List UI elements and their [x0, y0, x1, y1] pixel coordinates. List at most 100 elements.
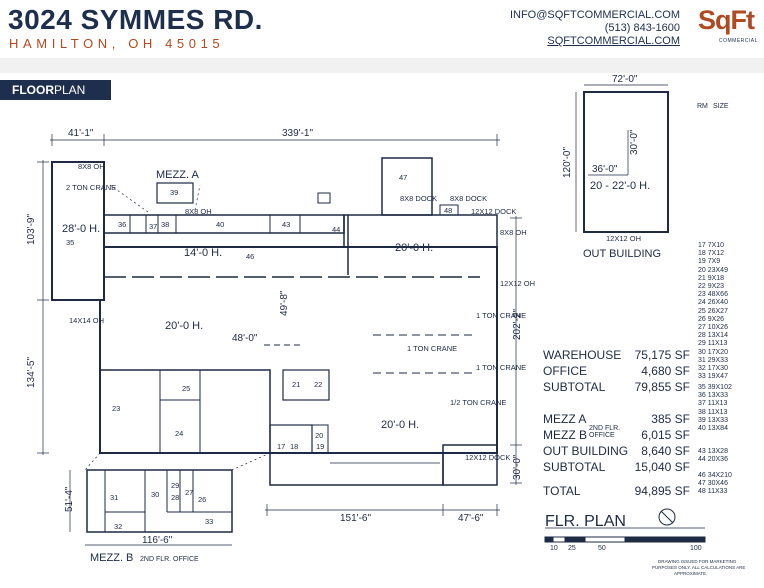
badge-bold: FLOOR [12, 83, 54, 97]
dim-41: 41'-1" [68, 128, 94, 139]
label-height-28: 28'-0 H. [62, 223, 100, 235]
sqft-logo: SqFt COMMERCIAL [698, 5, 758, 48]
label-dock-8b: 8X8 DOCK [450, 194, 487, 203]
room-43: 43 [282, 220, 290, 229]
room-29: 29 [171, 481, 179, 490]
room-28: 28 [171, 493, 179, 502]
room-48: 48 [444, 206, 452, 215]
room-33: 33 [205, 517, 213, 526]
scale-10: 10 [550, 545, 558, 552]
dim-ob-36: 36'-0" [592, 164, 618, 175]
label-oh-12a: 12X12 OH [500, 279, 535, 288]
room-schedule-row: 32 17X30 [698, 365, 728, 372]
room-37: 37 [149, 222, 157, 231]
label-dock-12b: 12X12 DOCK [465, 453, 510, 462]
room-35: 35 [66, 238, 74, 247]
disclaimer-line1: DRAWING ISSUED FOR MARKETING [658, 559, 737, 564]
dim-151: 151'-6" [340, 513, 371, 524]
room-schedule-row: 23 48X66 [698, 291, 728, 299]
label-ob-height: 20 - 22'-0 H. [590, 180, 650, 192]
room-schedule-row: 28 13X14 [698, 332, 728, 340]
label-crane-1b: 1 TON CRANE [407, 344, 457, 353]
room-schedule-row: 38 11X13 [698, 408, 728, 416]
room-schedule-row: 19 7X9 [698, 258, 721, 266]
room-32: 32 [114, 522, 122, 531]
label-height-14: 14'-0 H. [184, 247, 222, 259]
logo-wordmark: SqFt [698, 5, 755, 35]
room-22: 22 [314, 380, 322, 389]
dim-ob-30: 30'-0" [629, 129, 640, 155]
room-46: 46 [246, 252, 254, 261]
room-schedule-row: 37 11X13 [698, 400, 728, 408]
room-schedule-row: 20 23X49 [698, 266, 728, 274]
room-schedule-row: 36 13X33 [698, 392, 728, 400]
room-26: 26 [198, 495, 206, 504]
room-schedule-row: 39 13X33 [698, 416, 728, 424]
contact-email-link[interactable]: INFO@SQFTCOMMERCIAL.COM [509, 9, 680, 21]
room-schedule-row: 35 39X102 [698, 384, 732, 391]
room-36: 36 [118, 220, 126, 229]
area-value-mezz-b: 6,015 SF [641, 428, 690, 442]
label-oh-14: 14X14 OH [69, 316, 104, 325]
dim-49: 49'-8" [279, 290, 290, 316]
label-dock-8a: 8X8 DOCK [400, 194, 437, 203]
label-mezz-b: MEZZ. B [90, 552, 133, 564]
area-name-mezz-b: MEZZ B [543, 428, 587, 442]
room-schedule-row: 25 26X27 [698, 307, 728, 315]
dim-103: 103'-9" [26, 214, 37, 245]
room-schedule-row: 17 7X10 [698, 242, 725, 249]
room-47: 47 [399, 173, 407, 182]
dim-51: 51'-4" [64, 486, 75, 512]
area-name-out-building: OUT BUILDING [543, 444, 629, 458]
room-schedule-row: 44 20X36 [698, 456, 728, 464]
schedule-header-size: SIZE [713, 103, 729, 110]
room-21: 21 [292, 380, 300, 389]
dim-202: 202'-2" [512, 309, 523, 340]
area-value-total: 94,895 SF [634, 484, 690, 498]
label-height-20c: 20'-0 H. [381, 419, 419, 431]
label-oh-8a: 8X8 OH [78, 162, 105, 171]
area-name-warehouse: WAREHOUSE [543, 348, 622, 362]
room-24: 24 [175, 429, 183, 438]
property-address: 3024 SYMMES RD. [8, 4, 263, 35]
logo-subtext: COMMERCIAL [719, 38, 758, 44]
room-schedule-row: 43 13X28 [698, 448, 728, 455]
label-mezz-a: MEZZ. A [156, 169, 199, 181]
scale-25: 25 [568, 545, 576, 552]
label-mezz-b-sub: 2ND FLR. OFFICE [140, 556, 199, 563]
room-19: 19 [316, 442, 324, 451]
area-name-total: TOTAL [543, 484, 581, 498]
area-name-subtotal1: SUBTOTAL [543, 380, 606, 394]
scale-50: 50 [598, 545, 606, 552]
dim-116: 116'-6" [142, 535, 173, 546]
area-value-warehouse: 75,175 SF [634, 348, 690, 362]
room-31: 31 [110, 493, 118, 502]
header-divider-band [0, 58, 764, 73]
room-44: 44 [332, 225, 340, 234]
label-crane-half: 1/2 TON CRANE [450, 398, 506, 407]
room-schedule-row: 48 11X33 [698, 488, 728, 496]
room-schedule-row: 30 17X20 [698, 348, 728, 356]
label-oh-8c: 8X8 OH [500, 228, 527, 237]
floor-plan-badge: FLOORPLAN [0, 80, 111, 100]
dim-ob-72: 72'-0" [612, 74, 638, 85]
room-18: 18 [290, 442, 298, 451]
dim-48: 48'-0" [232, 333, 258, 344]
contact-phone: (513) 843-1600 [604, 22, 680, 34]
room-schedule-row: 40 13X84 [698, 425, 728, 432]
room-25: 25 [182, 384, 190, 393]
area-value-subtotal1: 79,855 SF [634, 380, 690, 394]
area-value-mezz-a: 385 SF [651, 412, 690, 426]
label-crane-1a: 1 TON CRANE [476, 311, 526, 320]
label-flr-plan: FLR. PLAN [545, 513, 626, 530]
disclaimer-line3: APPROXIMATE. [674, 571, 707, 576]
contact-website-link[interactable]: SQFTCOMMERCIAL.COM [547, 35, 680, 47]
room-schedule-row: 26 9X26 [698, 315, 725, 323]
area-value-subtotal2: 15,040 SF [634, 460, 690, 474]
room-schedule-row: 46 34X210 [698, 472, 732, 479]
area-name-mezz-a: MEZZ A [543, 412, 587, 426]
dim-47: 47'-6" [458, 513, 484, 524]
label-height-20b: 20'-0 H. [165, 320, 203, 332]
property-city: HAMILTON, OH 45015 [9, 36, 225, 51]
room-schedule-row: 18 7X12 [698, 250, 725, 258]
